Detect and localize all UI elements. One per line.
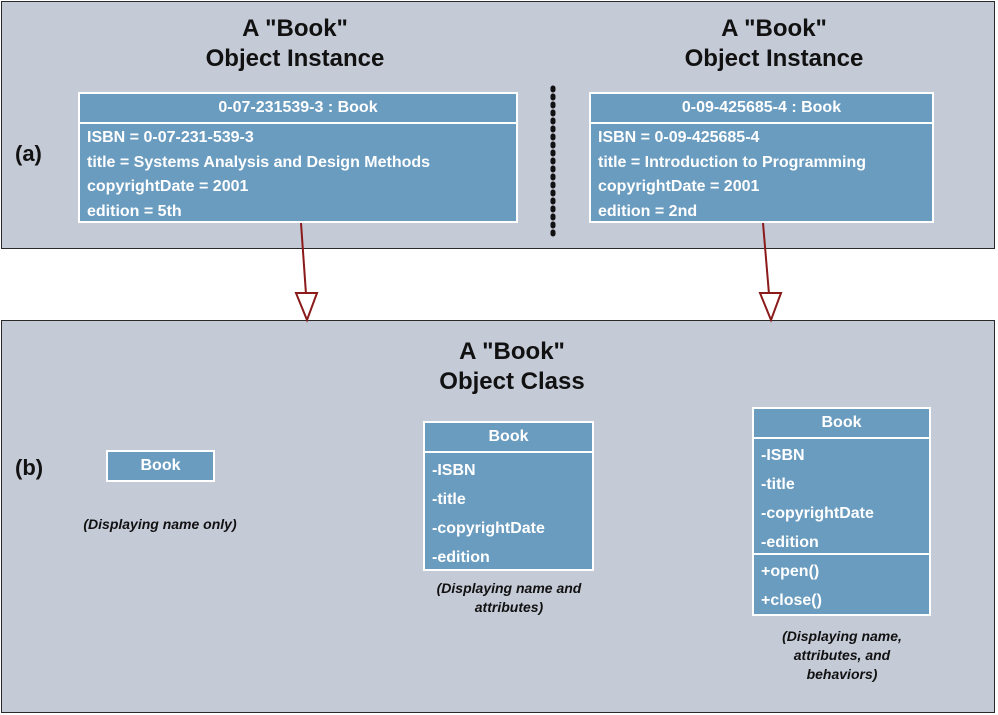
caption-line: behaviors) <box>806 666 878 682</box>
attribute-row: ISBN = 0-07-231-539-3 <box>87 129 254 146</box>
instance-of-arrow-left <box>294 222 319 323</box>
attribute-row: edition = 5th <box>87 202 182 220</box>
attribute-row: edition = 2nd <box>598 202 698 220</box>
object-instance-attributes: ISBN = 0-09-425685-4 title = Introductio… <box>591 124 932 224</box>
part-a-label: (a) <box>15 141 42 166</box>
class-heading: A "Book" Object Class <box>362 337 662 397</box>
caption-name-only: (Displaying name only) <box>50 515 270 534</box>
behavior-row: +close() <box>761 592 822 609</box>
behavior-row: +open() <box>761 563 820 580</box>
class-behaviors: +open() +close() <box>754 555 929 615</box>
caption-line: attributes) <box>474 599 544 615</box>
instance-heading-left: A "Book" Object Instance <box>145 14 445 74</box>
class-name: Book <box>425 423 592 453</box>
attribute-row: title = Introduction to Programming <box>598 153 866 171</box>
attribute-row: -copyrightDate <box>432 520 545 537</box>
attribute-row: -title <box>761 476 795 493</box>
instance-of-arrow-right <box>758 222 783 323</box>
attribute-row: ISBN = 0-09-425685-4 <box>598 129 760 146</box>
caption-line: (Displaying name only) <box>83 516 237 532</box>
instance-heading-right-line2: Object Instance <box>684 45 864 72</box>
attribute-row: -copyrightDate <box>761 505 874 522</box>
instance-heading-left-line1: A "Book" <box>242 15 348 42</box>
object-instance-header: 0-09-425685-4 : Book <box>591 94 932 124</box>
attribute-row: -edition <box>432 549 490 566</box>
attribute-row: copyrightDate = 2001 <box>87 178 249 195</box>
object-instance-header: 0-07-231539-3 : Book <box>80 94 516 124</box>
instance-heading-right: A "Book" Object Instance <box>624 14 924 74</box>
attribute-row: -edition <box>761 534 819 551</box>
object-instance-attributes: ISBN = 0-07-231-539-3 title = Systems An… <box>80 124 516 224</box>
caption-name-attributes: (Displaying name and attributes) <box>398 579 620 617</box>
class-box-name-only: Book <box>106 450 215 482</box>
class-attributes: -ISBN -title -copyrightDate -edition <box>425 453 592 572</box>
caption-line: (Displaying name, <box>782 628 902 644</box>
attribute-row: title = Systems Analysis and Design Meth… <box>87 153 431 171</box>
instance-heading-right-line1: A "Book" <box>721 15 827 42</box>
caption-full: (Displaying name, attributes, and behavi… <box>731 627 953 684</box>
caption-line: attributes, and <box>793 647 891 663</box>
attribute-row: -ISBN <box>761 447 805 464</box>
object-instance-box-left: 0-07-231539-3 : Book ISBN = 0-07-231-539… <box>78 92 518 223</box>
class-name: Book <box>754 409 929 439</box>
class-box-full: Book -ISBN -title -copyrightDate -editio… <box>752 407 931 616</box>
attribute-row: copyrightDate = 2001 <box>598 178 760 195</box>
attribute-row: -ISBN <box>432 462 476 479</box>
object-instance-box-right: 0-09-425685-4 : Book ISBN = 0-09-425685-… <box>589 92 934 223</box>
caption-line: (Displaying name and <box>436 580 582 596</box>
class-name: Book <box>140 457 181 474</box>
part-b-label: (b) <box>15 455 44 480</box>
attribute-row: -title <box>432 491 466 508</box>
class-attributes: -ISBN -title -copyrightDate -edition <box>754 439 929 555</box>
class-heading-line1: A "Book" <box>459 338 565 365</box>
class-box-name-attributes: Book -ISBN -title -copyrightDate -editio… <box>423 421 594 571</box>
instance-heading-left-line2: Object Instance <box>205 45 385 72</box>
class-heading-line2: Object Class <box>439 368 585 395</box>
